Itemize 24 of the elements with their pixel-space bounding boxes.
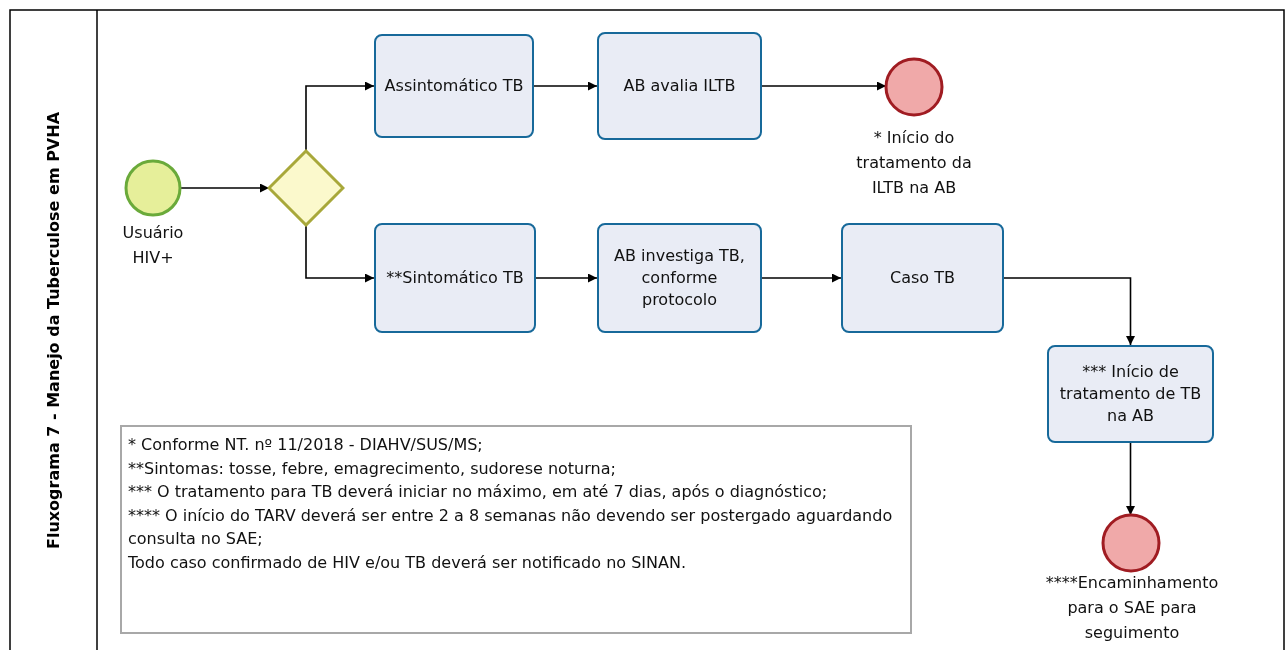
arrow [761, 273, 842, 283]
arrow [535, 273, 598, 283]
process-box: Caso TB [841, 223, 1004, 333]
diagram-title: Fluxograma 7 - Manejo da Tuberculose em PVHA [43, 111, 63, 549]
arrow [179, 183, 270, 193]
note-text: **** O início do TARV deverá ser entre 2 a 8 semanas não devendo ser postergado aguardando consulta no SAE; [128, 504, 894, 550]
process-box: Assintomático TB [374, 34, 534, 138]
process-box: AB investiga TB, conforme protocolo [597, 223, 762, 333]
note-text: *** O tratamento para TB deverá iniciar no máximo, em até 7 dias, após o diagnóstico; [128, 481, 829, 503]
note-text: * Conforme NT. nº 11/2018 - DIAHV/SUS/MS; [128, 434, 484, 456]
note-text: Todo caso confirmado de HIV e/ou TB deverá ser notificado no SINAN. [128, 551, 687, 574]
arrow [1126, 442, 1135, 516]
arrow [1003, 277, 1135, 346]
event-label: ****Encaminhamento para o SAE para seguimento [1044, 572, 1220, 644]
arrow [305, 224, 375, 283]
arrow [761, 81, 887, 91]
process-box: AB avalia ILTB [597, 32, 762, 140]
event-label: * Início do tratamento da ILTB na AB [855, 127, 973, 199]
process-box: **Sintomático TB [374, 223, 536, 333]
note-text: **Sintomas: tosse, febre, emagrecimento, sudorese noturna; [128, 457, 617, 480]
event-label: Usuário HIV+ [121, 222, 185, 269]
process-box: *** Início de tratamento de TB na AB [1047, 345, 1214, 443]
arrow [533, 81, 598, 91]
arrow [305, 81, 375, 152]
